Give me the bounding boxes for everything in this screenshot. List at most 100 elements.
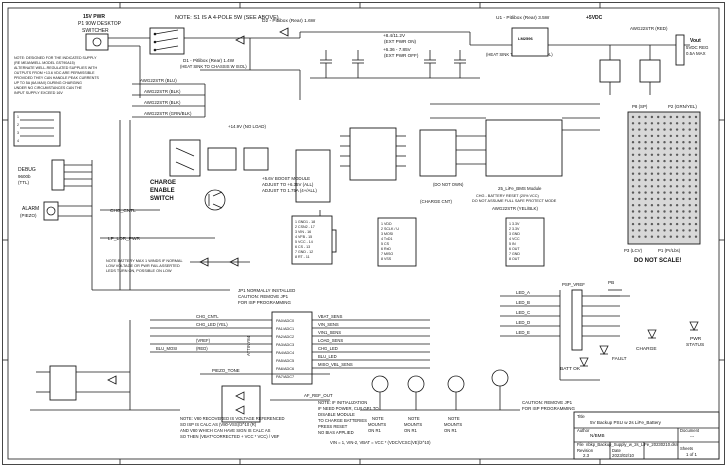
protoboard-hole: [644, 128, 647, 131]
protoboard-hole: [675, 191, 679, 194]
protoboard-hole: [650, 216, 654, 219]
protoboard-hole: [644, 166, 647, 169]
svg-text:Author: Author: [577, 428, 590, 433]
protection-diodes: [190, 257, 250, 267]
protoboard-hole: [675, 216, 679, 219]
protoboard-hole: [682, 153, 685, 156]
protoboard-hole: [650, 159, 654, 163]
protoboard-hole: [657, 210, 660, 213]
protoboard-hole: [663, 204, 666, 207]
protoboard-hole: [688, 222, 691, 226]
protoboard-hole: [638, 229, 641, 232]
protoboard-hole: [663, 229, 666, 232]
svg-text:LED_C: LED_C: [516, 310, 530, 315]
svg-text:9600b: 9600b: [18, 174, 31, 179]
output-5v-section: +5VDC AWG22STR (RED) Vout 5VDC REG 0.5A …: [586, 15, 709, 95]
protoboard-hole: [663, 222, 666, 226]
top-capacitors: [310, 50, 480, 79]
svg-text:2 CSN2 - 17: 2 CSN2 - 17: [295, 225, 315, 229]
protoboard-hole: [663, 235, 666, 238]
protoboard-hole: [657, 134, 660, 138]
protoboard-hole: [694, 141, 698, 144]
protoboard-hole: [694, 216, 698, 219]
protoboard-hole: [657, 122, 660, 125]
protoboard-hole: [688, 172, 691, 175]
protoboard-hole: [663, 159, 666, 163]
protoboard-hole: [631, 115, 635, 119]
protoboard-hole: [638, 235, 641, 238]
svg-text:NOTE: DESIGNED FOR THE INDICAT: NOTE: DESIGNED FOR THE INDICATED SUPPLY: [14, 56, 97, 60]
protoboard-hole: [650, 210, 654, 213]
svg-text:NOTE: NOTE: [408, 416, 420, 421]
svg-text:25_LiFe_BMS Module: 25_LiFe_BMS Module: [498, 186, 542, 191]
protoboard-hole: [657, 141, 660, 144]
protoboard-hole: [657, 229, 660, 232]
svg-text:ALTERNATE WELL-REGULATED SUPPL: ALTERNATE WELL-REGULATED SUPPLIES WITH: [14, 66, 97, 70]
svg-text:LOW VOLTAGE OR PWR FAIL ASSERT: LOW VOLTAGE OR PWR FAIL ASSERTED: [106, 264, 180, 268]
svg-text:ALARM: ALARM: [22, 206, 39, 212]
protoboard-hole: [663, 115, 666, 119]
protoboard-hole: [669, 147, 672, 150]
protoboard-hole: [650, 122, 654, 125]
protoboard-hole: [657, 204, 660, 207]
svg-text:BATT OK: BATT OK: [560, 366, 581, 372]
protoboard-hole: [650, 204, 654, 207]
protoboard-hole: [650, 115, 654, 119]
protoboard-hole: [638, 159, 641, 163]
svg-text:SO ISP IS CALC AS (V80-VSS)/2^: SO ISP IS CALC AS (V80-VSS)/2^10 (R): [180, 422, 257, 427]
protoboard-hole: [638, 204, 641, 207]
protoboard-hole: [631, 191, 635, 194]
svg-text:AWG22STR (RED): AWG22STR (RED): [630, 26, 668, 31]
svg-text:MISO_VBL_SENS: MISO_VBL_SENS: [318, 362, 353, 367]
svg-text:8 RT - 11: 8 RT - 11: [295, 255, 310, 259]
svg-text:CHARGE: CHARGE: [636, 346, 657, 352]
switch-s1: [149, 27, 185, 55]
lower-transistors: [360, 369, 520, 411]
mcu-left-pin-labels: CHG_CNTL CHG_LED (YEL) (VREF) (RED) BLU_…: [156, 314, 228, 351]
protoboard-hole: [631, 166, 635, 169]
protoboard-hole: [663, 216, 666, 219]
svg-text:5VDC REG: 5VDC REG: [686, 45, 709, 50]
protoboard-hole: [682, 115, 685, 119]
svg-text:AND V80 WHICH CAN HAVE SIGN IS: AND V80 WHICH CAN HAVE SIGN IS CALC AS: [180, 428, 271, 433]
protoboard-hole: [663, 172, 666, 175]
svg-text:Title: Title: [577, 414, 585, 419]
protoboard-hole: [657, 235, 660, 238]
svg-text:INPUT SUPPLY EXCEED 16V: INPUT SUPPLY EXCEED 16V: [14, 91, 63, 95]
protoboard-hole: [644, 216, 647, 219]
protoboard-hole: [638, 210, 641, 213]
svg-text:+5.6V BOOST MODULE: +5.6V BOOST MODULE: [262, 176, 310, 181]
svg-text:4 TxD1: 4 TxD1: [381, 237, 393, 241]
svg-text:CHG_LED (YEL): CHG_LED (YEL): [196, 322, 228, 327]
protoboard-hole: [663, 166, 666, 169]
protoboard-hole: [675, 204, 679, 207]
protoboard-hole: [644, 197, 647, 201]
protoboard-hole: [682, 185, 685, 188]
svg-text:ADJUST TO 1.75A (4+/ALL): ADJUST TO 1.75A (4+/ALL): [262, 188, 317, 193]
svg-text:P2 (GRN/YEL): P2 (GRN/YEL): [668, 104, 697, 109]
protoboard-hole: [682, 172, 685, 175]
protoboard-hole: [688, 178, 691, 182]
svg-text:SWITCHER: SWITCHER: [82, 28, 109, 34]
protoboard-hole: [675, 178, 679, 182]
svg-text:STATUS: STATUS: [686, 342, 704, 348]
protoboard-hole: [688, 147, 691, 150]
chg-cntl-label: CHG_CNTL: [110, 208, 136, 214]
protoboard-hole: [682, 147, 685, 150]
svg-text:+14.9V (NO LOAD): +14.9V (NO LOAD): [228, 124, 266, 129]
protoboard-hole: [631, 204, 635, 207]
wire-lines-left: [132, 83, 206, 118]
svg-text:PA1/ADC1: PA1/ADC1: [276, 327, 294, 331]
svg-text:(RE MEANWELL MODEL GST90A15): (RE MEANWELL MODEL GST90A15): [14, 61, 75, 65]
vertical-bus-left: [91, 120, 230, 291]
protoboard-hole: [694, 204, 698, 207]
top-note: NOTE: S1 IS A 4-POLE 5W (SEE ABOVE): [175, 15, 279, 21]
protoboard: [627, 111, 701, 245]
protoboard-hole: [663, 153, 666, 156]
svg-text:UP TO 5A (6A MAX) DURING CHARG: UP TO 5A (6A MAX) DURING CHARGING: [14, 81, 82, 85]
protoboard-hole: [638, 153, 641, 156]
svg-text:PA5/ADC5: PA5/ADC5: [276, 359, 294, 363]
mcu-right-pin-labels: VBAT_SENS VIN_SENS VIN1_SENS LOAD_SENS C…: [318, 314, 353, 367]
protoboard-hole: [657, 166, 660, 169]
protoboard-hole: [694, 210, 698, 213]
